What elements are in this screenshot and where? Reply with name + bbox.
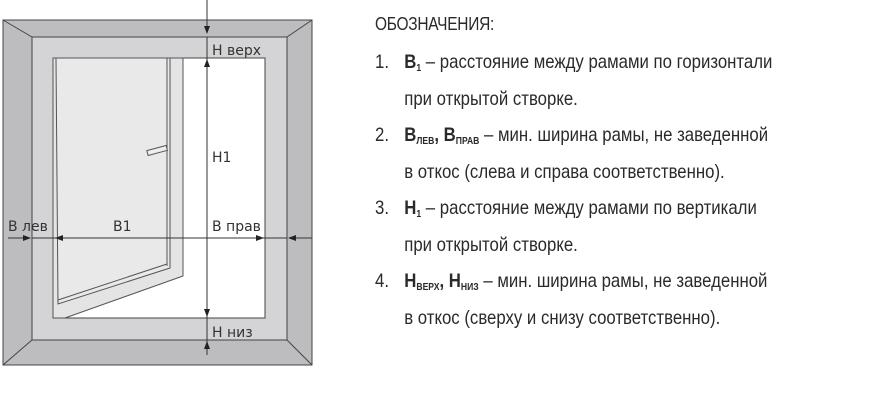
symbol: B xyxy=(443,124,456,146)
description: – мин. ширина рамы, не заведенной xyxy=(479,124,769,146)
description-cont: при открытой створке. xyxy=(404,88,578,110)
symbol-subscript: 1 xyxy=(416,209,422,220)
open-sash xyxy=(52,57,184,319)
symbol: B xyxy=(404,51,417,73)
symbol: H xyxy=(404,270,417,292)
item-number: 2. xyxy=(375,124,389,146)
symbol: H xyxy=(448,270,461,292)
item-text: B1 – расстояние между рамами по горизонт… xyxy=(404,47,856,114)
item-text: H1 – расстояние между рамами по вертикал… xyxy=(404,193,856,260)
window-handle-icon xyxy=(146,144,169,157)
symbol: B xyxy=(404,124,417,146)
legend-item: 3. H1 – расстояние между рамами по вертик… xyxy=(375,193,857,260)
symbol: H xyxy=(404,197,417,219)
description: – расстояние между рамами по горизонтали xyxy=(421,51,773,73)
description-cont: в откос (слева и справа соответственно). xyxy=(404,161,725,183)
item-number: 4. xyxy=(375,270,389,292)
symbol-subscript: ВЕРХ xyxy=(416,282,440,293)
label-b-right: B прав xyxy=(212,219,261,235)
label-b-left: B лев xyxy=(8,219,48,235)
label-h-bottom: H низ xyxy=(212,325,253,341)
separator: , xyxy=(434,124,444,146)
symbol-subscript: ПРАВ xyxy=(455,136,480,147)
description: – мин. ширина рамы, не заведенной xyxy=(478,270,768,292)
separator: , xyxy=(439,270,449,292)
dimension-lines xyxy=(8,0,312,355)
label-h-top: H верх xyxy=(212,43,261,59)
item-number: 1. xyxy=(375,51,389,73)
legend-item: 2.BЛЕВ, BПРАВ – мин. ширина рамы, не зав… xyxy=(375,120,857,187)
item-text: HВЕРХ, HНИЗ – мин. ширина рамы, не завед… xyxy=(404,266,856,333)
legend: ОБОЗНАЧЕНИЯ: 1.B1 – расстояние между рам… xyxy=(375,14,857,339)
legend-title: ОБОЗНАЧЕНИЯ: xyxy=(375,14,495,34)
label-b1: B1 xyxy=(113,219,132,235)
item-number: 3. xyxy=(375,197,389,219)
item-text: BЛЕВ, BПРАВ – мин. ширина рамы, не завед… xyxy=(404,120,856,187)
legend-item: 1. B1 – расстояние между рамами по горизо… xyxy=(375,47,857,114)
description: – расстояние между рамами по вертикали xyxy=(421,197,757,219)
window-opening-diagram: H верх H1 B лев B1 B прав H низ xyxy=(2,0,313,366)
label-h1: H1 xyxy=(212,150,231,166)
symbol-subscript: 1 xyxy=(416,63,422,74)
symbol-subscript: ЛЕВ xyxy=(416,136,435,147)
description-cont: при открытой створке. xyxy=(404,234,578,256)
legend-item: 4.HВЕРХ, HНИЗ – мин. ширина рамы, не зав… xyxy=(375,266,857,333)
description-cont: в откос (сверху и снизу соответственно). xyxy=(404,307,721,329)
symbol-subscript: НИЗ xyxy=(460,282,479,293)
